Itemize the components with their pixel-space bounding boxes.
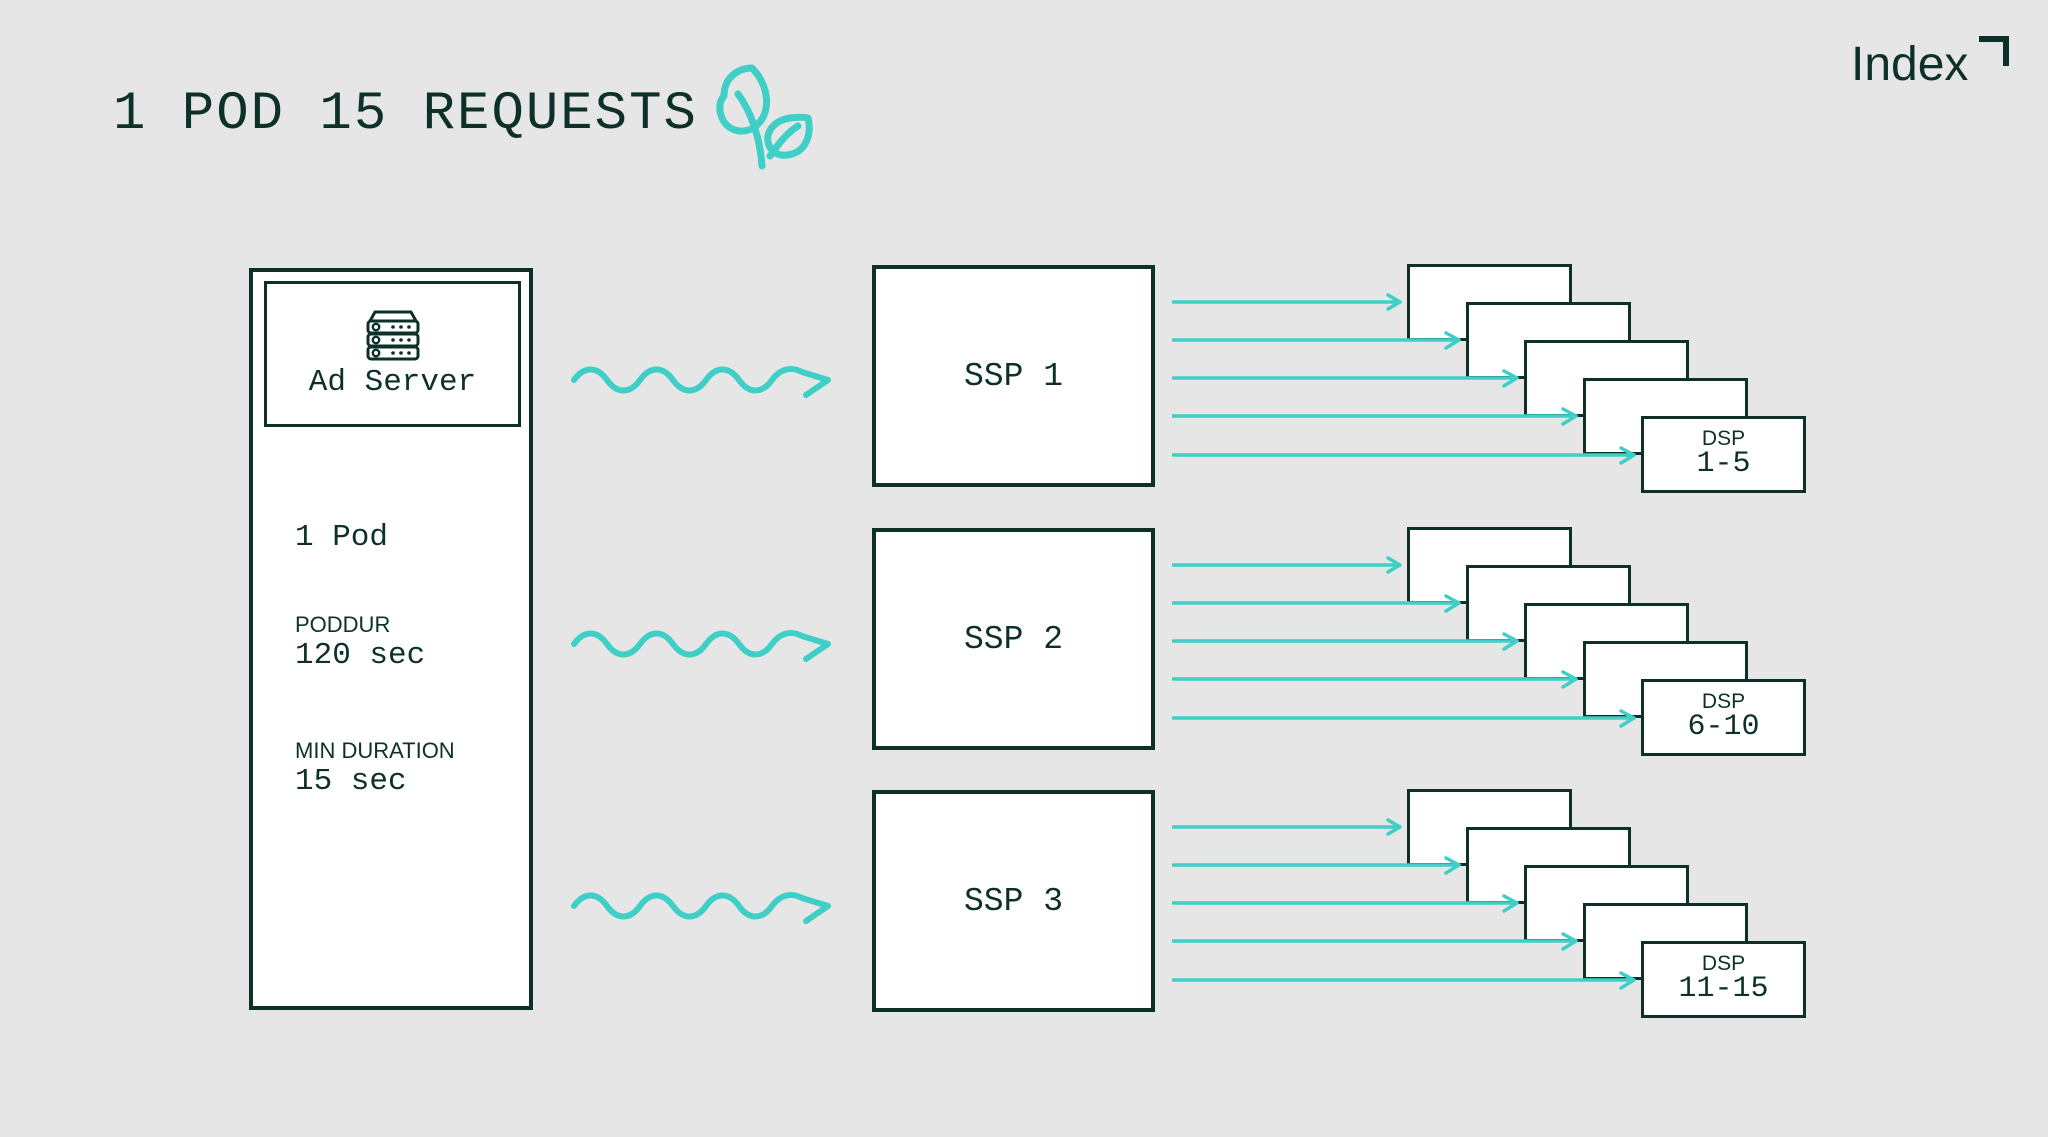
wavy-arrow-icon [571,629,831,662]
dsp-name: DSP [1701,690,1746,714]
ssp-box[interactable]: SSP 1 [872,265,1155,487]
ssp-box[interactable]: SSP 2 [872,528,1155,750]
ad-server-card[interactable]: Ad Server [264,281,521,427]
dsp-range: 11-15 [1678,972,1769,1007]
dsp-range: 1-5 [1696,447,1751,482]
pod-stat-pod-count: 1 Pod [295,520,388,555]
dsp-name: DSP [1701,952,1746,976]
ad-server-label: Ad Server [308,364,477,400]
dsp-range: 6-10 [1687,710,1760,745]
pod-stat-value: 15 sec [295,764,407,799]
pod-stat-poddur: PODDUR 120 sec [295,612,425,673]
leaf-sprout-icon [716,64,813,170]
ssp-label: SSP 3 [963,882,1064,920]
dsp-name: DSP [1701,427,1746,451]
pod-stat-label: MIN DURATION [295,738,455,763]
wavy-arrow-icon [571,365,831,398]
pod-stat-min-duration: MIN DURATION 15 sec [295,738,455,799]
dsp-stack-group: DSP 11-15 [1172,780,1812,1030]
ssp-label: SSP 2 [963,620,1064,658]
svg-text:Index: Index [1851,38,1968,91]
pod-stat-value: 120 sec [295,638,426,673]
dsp-card-front[interactable]: DSP 11-15 [1641,941,1806,1018]
server-rack-icon [366,310,419,360]
brand-logo[interactable]: Index [1851,35,2011,93]
ssp-label: SSP 1 [963,357,1064,395]
dsp-card-front[interactable]: DSP 6-10 [1641,679,1806,756]
wavy-arrow-icon [571,891,831,924]
pod-stat-label: PODDUR [295,612,391,637]
page-title: 1 POD 15 REQUESTS [113,84,698,145]
dsp-stack-group: DSP 6-10 [1172,518,1812,768]
ssp-box[interactable]: SSP 3 [872,790,1155,1012]
pod-stat-value: 1 Pod [295,520,389,555]
dsp-card-front[interactable]: DSP 1-5 [1641,416,1806,493]
dsp-stack-group: DSP 1-5 [1172,255,1812,505]
